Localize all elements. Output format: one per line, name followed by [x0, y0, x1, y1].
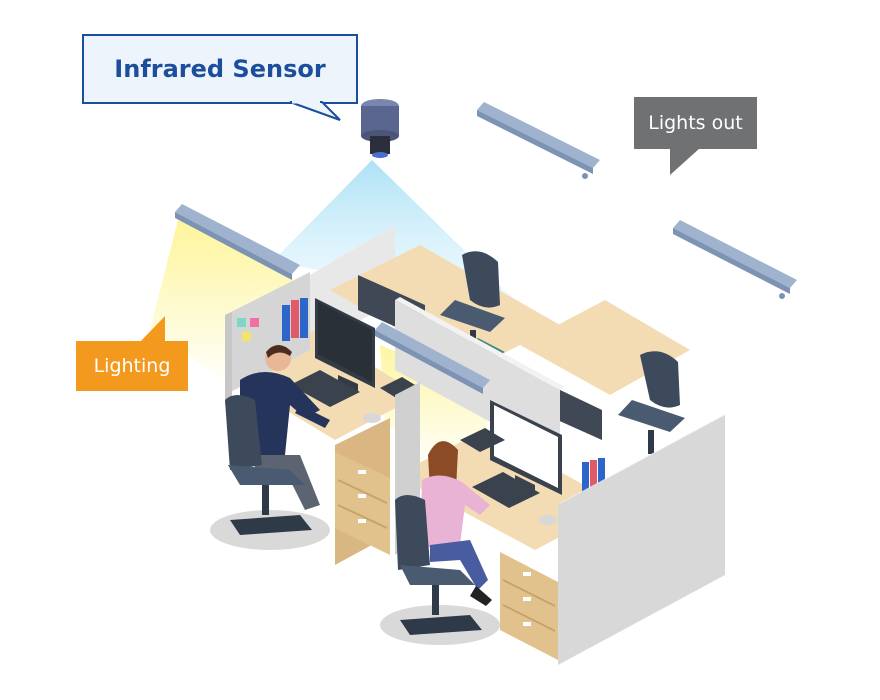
cable-grommet [539, 515, 557, 525]
sticky-note [237, 318, 246, 327]
sticky-note [250, 318, 259, 327]
ceiling-light-icon [375, 322, 490, 394]
desk-top-rear-left [330, 245, 560, 370]
partition-left-outer [225, 272, 310, 395]
lighting-label: Lighting [93, 355, 171, 377]
desk-phone-icon [460, 428, 505, 452]
office-chair-icon [395, 495, 482, 635]
ceiling-light-icon [477, 102, 600, 179]
lighting-callout [76, 316, 188, 391]
lights-out-label: Lights out [648, 112, 743, 134]
office-chair-icon [618, 351, 685, 454]
desk-phone-icon [380, 377, 420, 399]
infrared-sensor-icon [361, 99, 399, 158]
drawer-cabinet-right [500, 552, 558, 660]
office-chair-icon [225, 395, 312, 535]
ceiling-light-icon [673, 220, 797, 299]
binder [582, 462, 589, 496]
binder [590, 460, 597, 494]
person-woman [420, 441, 492, 606]
lights-out-callout [634, 97, 757, 175]
sensor-callout [82, 34, 358, 121]
sticky-note [242, 332, 251, 341]
partition-right-top [558, 412, 729, 505]
binder [291, 300, 299, 338]
partition-left-front [225, 312, 232, 405]
person-man [240, 345, 330, 510]
keyboard [290, 370, 360, 407]
ceiling-light-icon [175, 204, 300, 280]
sensor-label: Infrared Sensor [114, 55, 326, 83]
drawer-cabinet-left [335, 418, 390, 565]
binder [598, 458, 605, 492]
binder [300, 298, 308, 338]
keyboard [472, 472, 540, 508]
cable-grommet [363, 413, 381, 423]
binder [282, 305, 290, 341]
partition-right-outer [558, 415, 725, 665]
partition-center-top [395, 297, 565, 390]
monitor-icon [315, 298, 375, 392]
